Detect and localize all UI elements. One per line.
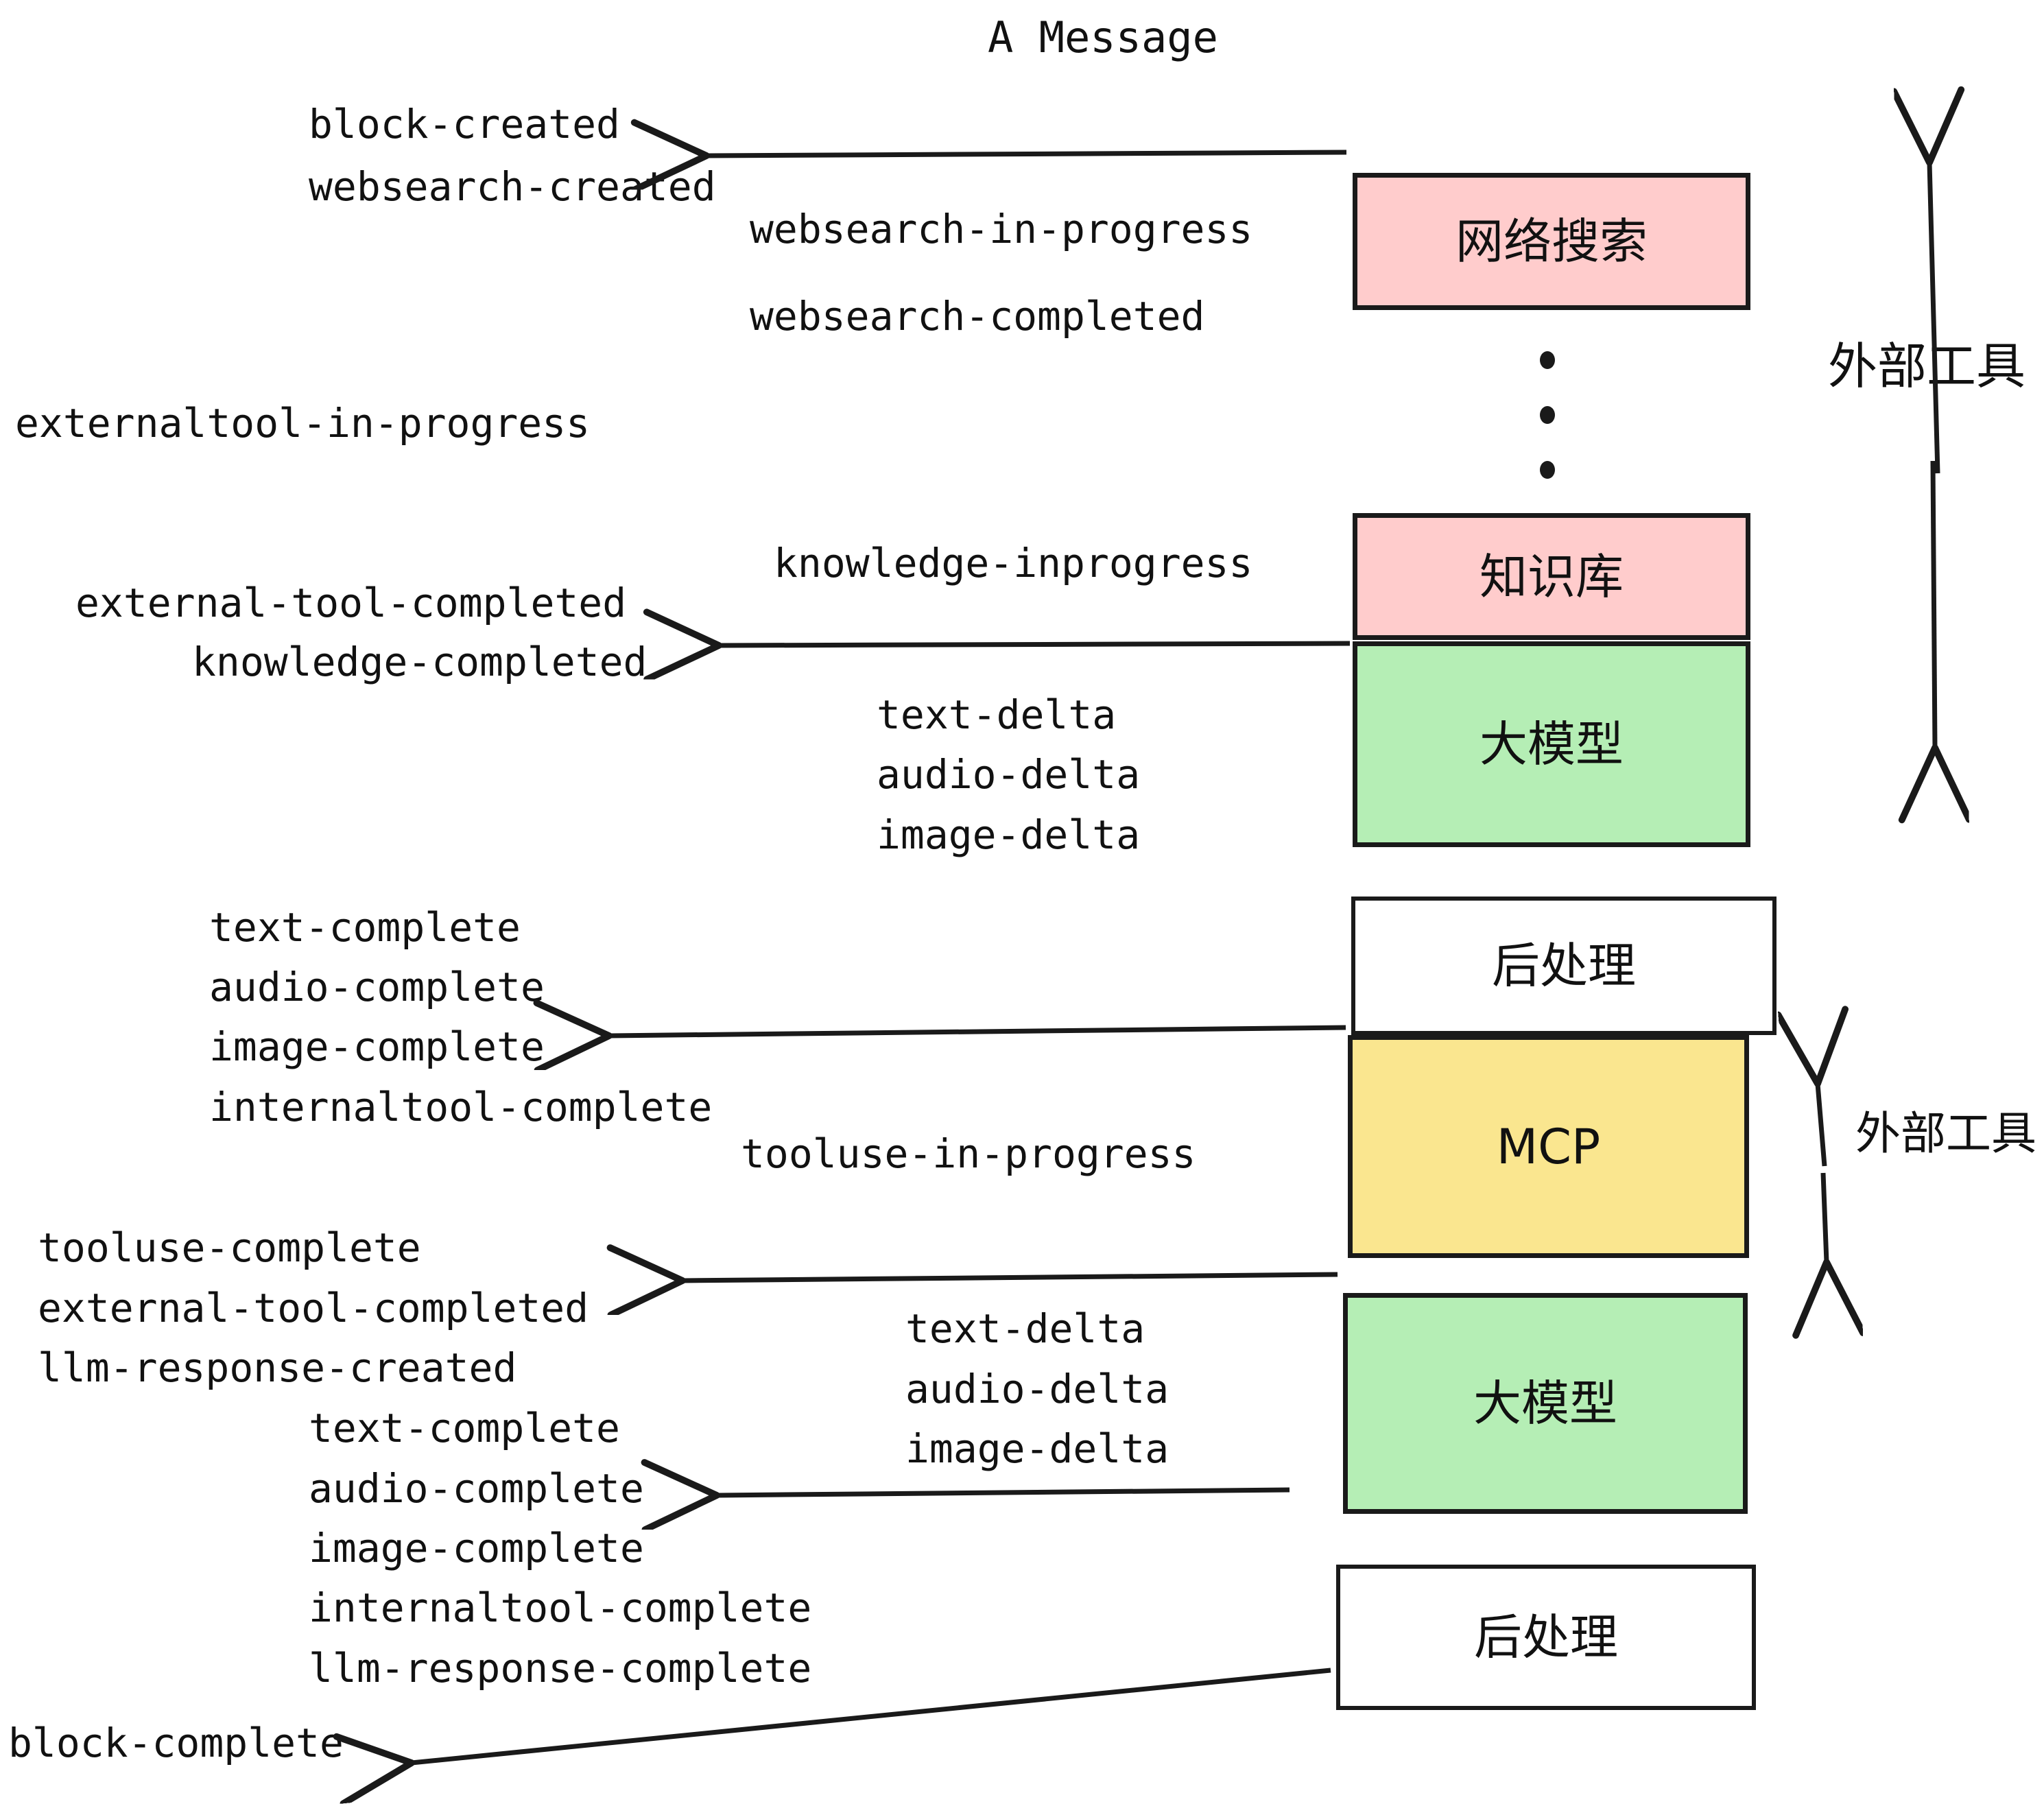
node-postprocess-1[interactable]: 后处理 — [1351, 897, 1776, 1035]
arrow-external-tools-bottom-up — [1818, 1084, 1825, 1167]
event-externaltool-in-progress: externaltool-in-progress — [15, 400, 591, 447]
event-knowledge-completed: knowledge-completed — [192, 639, 647, 685]
event-audio-complete-2: audio-complete — [309, 1465, 644, 1512]
event-text-complete-1: text-complete — [209, 904, 521, 951]
node-postprocess-1-label: 后处理 — [1492, 938, 1636, 994]
node-websearch-label: 网络搜索 — [1455, 213, 1648, 270]
event-audio-delta-2: audio-delta — [905, 1366, 1169, 1412]
event-text-delta-1: text-delta — [877, 691, 1117, 738]
event-llm-response-complete: llm-response-complete — [309, 1645, 812, 1692]
event-image-complete-2: image-complete — [309, 1525, 644, 1571]
event-websearch-created: websearch-created — [309, 163, 716, 210]
arrow-websearch-to-block-created — [706, 152, 1347, 156]
arrow-mcp-to-tooluse-complete — [682, 1274, 1338, 1281]
arrow-llm2-to-audio-complete — [717, 1490, 1290, 1495]
node-mcp[interactable]: MCP — [1348, 1035, 1749, 1258]
node-llm-2-label: 大模型 — [1473, 1375, 1617, 1432]
node-knowledge[interactable]: 知识库 — [1353, 513, 1750, 640]
arrow-knowledge-to-completed — [719, 643, 1351, 645]
event-external-tool-completed: external-tool-completed — [75, 580, 627, 626]
event-audio-delta-1: audio-delta — [877, 751, 1141, 798]
node-websearch[interactable]: 网络搜索 — [1353, 173, 1750, 310]
event-internaltool-complete-1: internaltool-complete — [209, 1084, 713, 1130]
ellipsis-dot-icon — [1540, 406, 1555, 424]
node-llm-1[interactable]: 大模型 — [1353, 641, 1750, 847]
side-label-external-tools-top: 外部工具 — [1828, 337, 2026, 395]
event-knowledge-inprogress: knowledge-inprogress — [774, 540, 1253, 586]
event-external-tool-completed-2: external-tool-completed — [38, 1285, 589, 1331]
event-websearch-in-progress: websearch-in-progress — [750, 206, 1253, 252]
arrow-external-tools-bottom-down — [1823, 1172, 1827, 1262]
arrow-external-tools-top-up — [1929, 163, 1938, 474]
ellipsis-dot-icon — [1540, 461, 1555, 479]
arrow-external-tools-top-down — [1933, 460, 1935, 748]
event-audio-complete-1: audio-complete — [209, 964, 545, 1010]
event-block-complete: block-complete — [8, 1720, 344, 1766]
event-text-complete-2: text-complete — [309, 1405, 620, 1451]
event-text-delta-2: text-delta — [905, 1305, 1145, 1352]
node-postprocess-2[interactable]: 后处理 — [1336, 1565, 1756, 1710]
event-websearch-completed: websearch-completed — [750, 293, 1205, 340]
event-tooluse-complete: tooluse-complete — [38, 1224, 421, 1271]
event-image-delta-1: image-delta — [877, 811, 1141, 858]
event-llm-response-created: llm-response-created — [38, 1344, 517, 1391]
node-llm-2[interactable]: 大模型 — [1343, 1293, 1748, 1514]
node-knowledge-label: 知识库 — [1479, 548, 1624, 605]
event-block-created: block-created — [309, 101, 620, 147]
event-internaltool-complete-2: internaltool-complete — [309, 1585, 812, 1631]
event-tooluse-in-progress: tooluse-in-progress — [741, 1130, 1196, 1177]
node-llm-1-label: 大模型 — [1479, 716, 1624, 772]
arrow-postprocess-to-image-complete — [609, 1028, 1346, 1036]
side-label-external-tools-bottom: 外部工具 — [1855, 1107, 2036, 1160]
node-mcp-label: MCP — [1496, 1118, 1601, 1175]
event-image-complete-1: image-complete — [209, 1023, 545, 1070]
page-title: A Message — [988, 12, 1218, 62]
ellipsis-dot-icon — [1540, 351, 1555, 369]
event-image-delta-2: image-delta — [905, 1425, 1169, 1472]
node-postprocess-2-label: 后处理 — [1474, 1609, 1618, 1665]
